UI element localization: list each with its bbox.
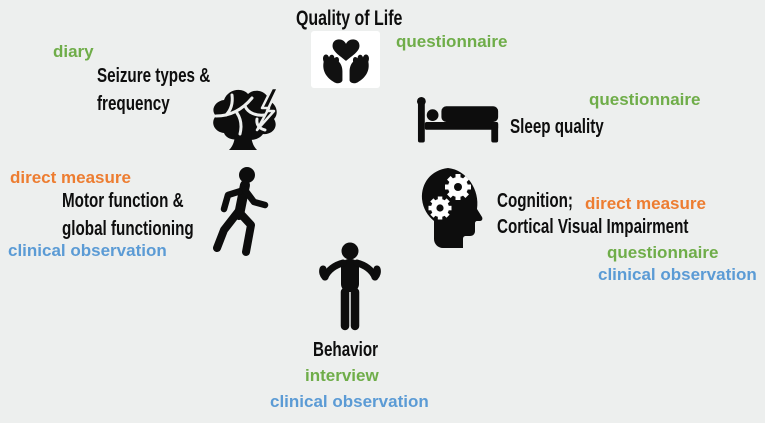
- sleep-title: Sleep quality: [510, 116, 604, 138]
- seizure-title-line2: frequency: [97, 93, 170, 115]
- head-gears-icon: [418, 165, 490, 251]
- behavior-method-interview: interview: [305, 366, 379, 385]
- shrugging-person-icon: [312, 242, 388, 332]
- cognition-method-direct-measure: direct measure: [585, 194, 706, 213]
- quality-of-life-title: Quality of Life: [296, 7, 403, 30]
- seizure-title-line1: Seizure types &: [97, 65, 211, 87]
- motor-title-line1: Motor function &: [62, 190, 184, 212]
- bed-sleep-icon: [416, 95, 504, 145]
- seizure-method-diary: diary: [53, 42, 94, 61]
- behavior-method-clinical-observation: clinical observation: [270, 392, 429, 411]
- cognition-title-line1: Cognition;: [497, 190, 573, 212]
- motor-method-clinical-observation: clinical observation: [8, 241, 167, 260]
- walking-person-icon: [212, 166, 274, 258]
- motor-method-direct-measure: direct measure: [10, 168, 131, 187]
- quality-of-life-method-questionnaire: questionnaire: [396, 32, 508, 51]
- motor-function-title: Motor function & global functioning: [62, 187, 194, 243]
- behavior-title: Behavior: [313, 339, 379, 361]
- cognition-title: Cognition; Cortical Visual Impairment: [497, 188, 688, 240]
- sleep-method-questionnaire: questionnaire: [589, 90, 701, 109]
- cognition-title-line2: Cortical Visual Impairment: [497, 216, 689, 238]
- cognition-method-clinical-observation: clinical observation: [598, 265, 757, 284]
- seizure-title: Seizure types & frequency: [97, 62, 210, 118]
- cognition-method-questionnaire: questionnaire: [607, 243, 719, 262]
- brain-lightning-icon: [202, 84, 284, 156]
- motor-title-line2: global functioning: [62, 218, 194, 240]
- hands-holding-heart-icon: [311, 31, 380, 88]
